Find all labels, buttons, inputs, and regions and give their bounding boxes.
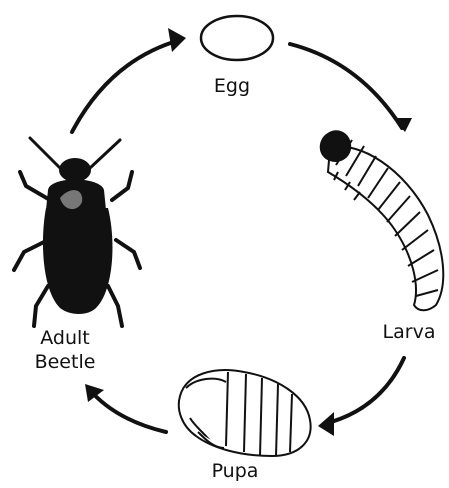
arrow-larva-to-pupa [324,358,404,424]
arrow-egg-to-larva [290,44,402,128]
adult-label-line1: Adult [20,326,110,350]
egg-illustration [201,16,273,60]
pupa-label: Pupa [200,459,270,483]
arrow-adult-to-egg [72,40,180,132]
larva-label: Larva [374,320,444,344]
adult-label-line2: Beetle [20,350,110,374]
larva-illustration [321,131,444,310]
arrow-head-pupa [318,412,334,436]
pupa-illustration [179,370,311,456]
egg-label: Egg [204,74,260,98]
arrow-pupa-to-adult [88,388,166,432]
adult-beetle-label: Adult Beetle [20,326,110,374]
adult-beetle-illustration [14,138,140,326]
arrow-head-egg [168,28,186,52]
